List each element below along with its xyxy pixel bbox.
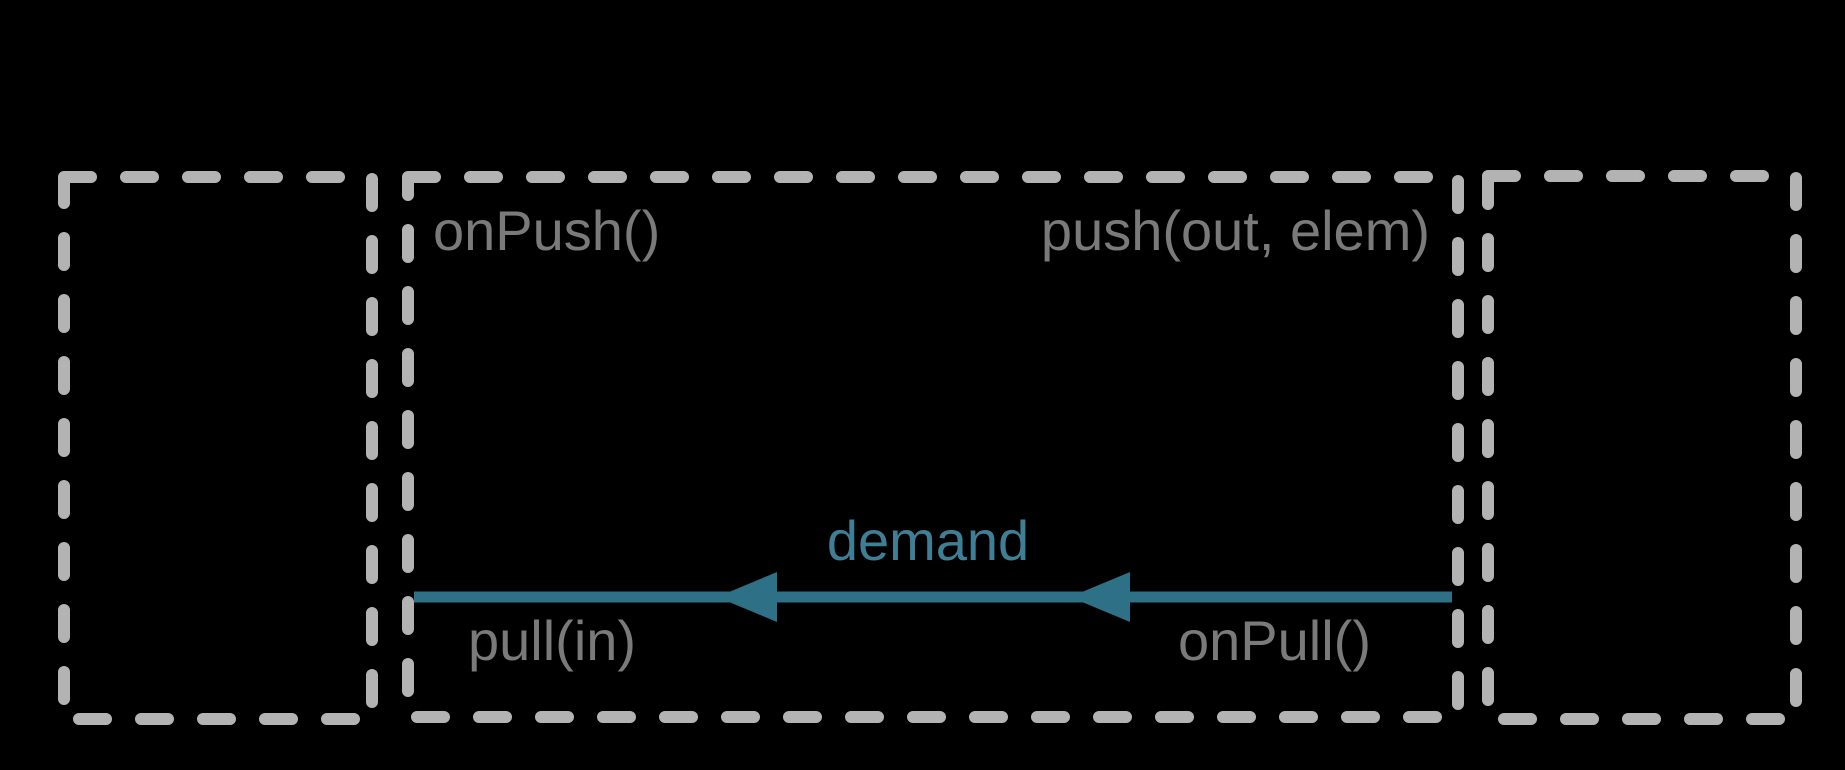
demand-label: demand: [827, 509, 1029, 572]
upstream-box: [58, 171, 378, 725]
pull-label: pull(in): [468, 609, 636, 672]
stage-box: [402, 171, 1464, 723]
demand-arrow: [414, 572, 1452, 622]
left-arrowhead-right-icon: [1070, 572, 1130, 622]
onpull-label: onPull(): [1178, 609, 1371, 672]
onpush-label: onPush(): [433, 199, 660, 262]
left-arrowhead-mid-icon: [717, 572, 777, 622]
downstream-box: [1482, 170, 1802, 725]
push-label: push(out, elem): [1041, 199, 1430, 262]
